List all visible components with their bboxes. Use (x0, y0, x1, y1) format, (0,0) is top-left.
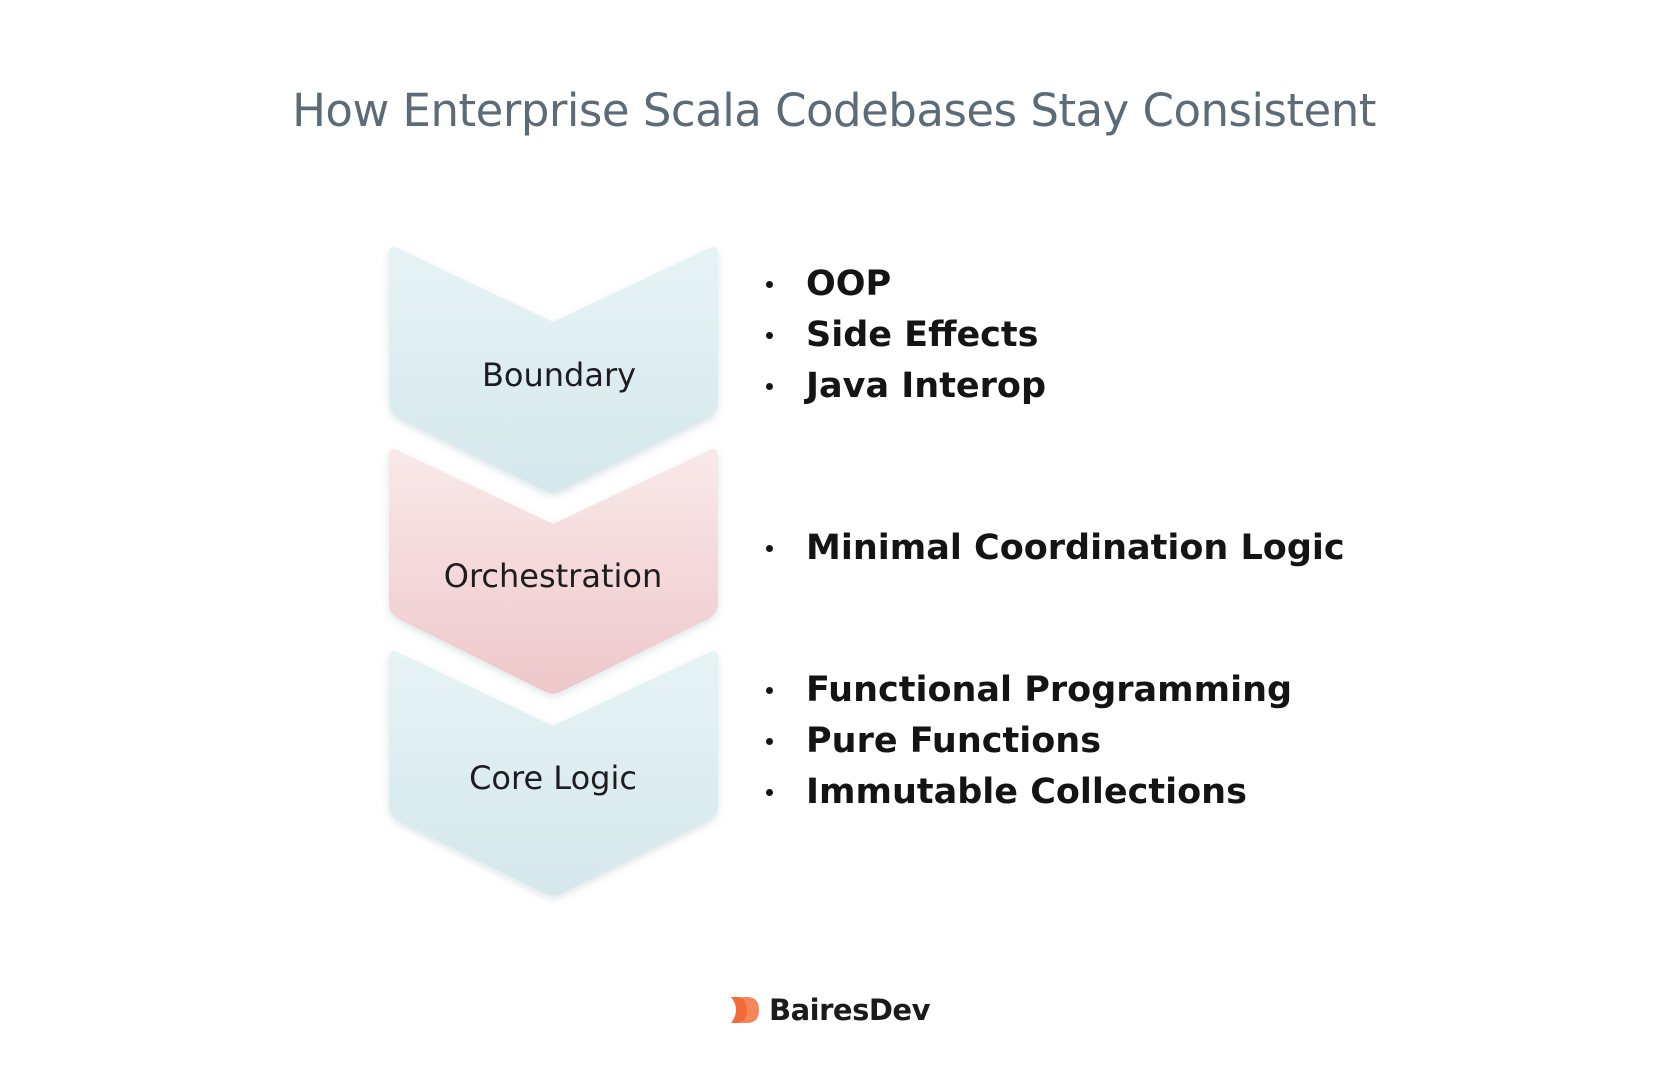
list-item: Immutable Collections (766, 767, 1292, 818)
list-item: Functional Programming (766, 665, 1292, 716)
stage-label-boundary: Boundary (481, 356, 637, 394)
list-item: Minimal Coordination Logic (766, 523, 1345, 574)
diagram-title: How Enterprise Scala Codebases Stay Cons… (292, 84, 1376, 137)
orchestration-bullet-list: Minimal Coordination Logic (766, 523, 1345, 574)
bairesdev-logo-icon (731, 997, 759, 1023)
list-item: Pure Functions (766, 716, 1292, 767)
list-item: OOP (766, 259, 1046, 310)
boundary-bullet-list: OOP Side Effects Java Interop (766, 259, 1046, 412)
list-item: Side Effects (766, 310, 1046, 361)
brand-name: BairesDev (769, 993, 931, 1027)
brand-logo: BairesDev (727, 993, 931, 1027)
core-logic-bullet-list: Functional Programming Pure Functions Im… (766, 665, 1292, 818)
stage-label-core-logic: Core Logic (469, 759, 637, 797)
stage-label-orchestration: Orchestration (443, 557, 663, 595)
list-item: Java Interop (766, 361, 1046, 412)
